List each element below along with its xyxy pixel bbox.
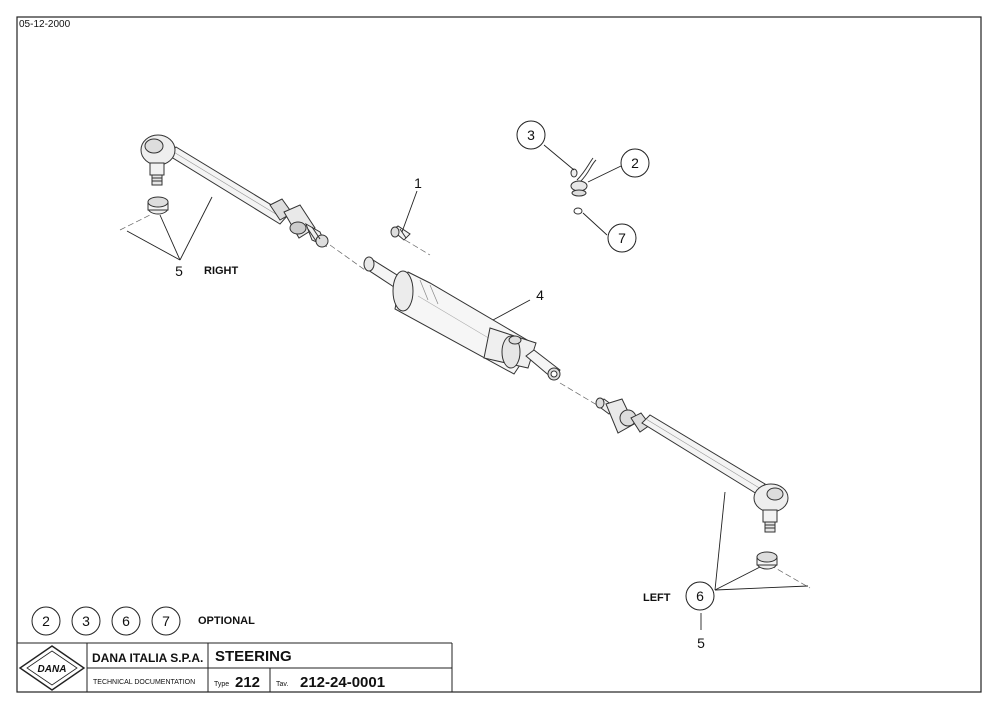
optional-item-3: 6 bbox=[122, 613, 130, 629]
type-value: 212 bbox=[235, 674, 261, 691]
bolt-part-1 bbox=[390, 225, 411, 241]
callout-2: 2 bbox=[631, 155, 639, 171]
optional-item-1: 2 bbox=[42, 613, 50, 629]
steering-cylinder bbox=[363, 256, 561, 381]
drawing-frame bbox=[16, 16, 982, 693]
tav-label: Tav. bbox=[276, 681, 289, 688]
optional-small-parts bbox=[570, 157, 597, 215]
axis-lines bbox=[119, 214, 811, 589]
label-right: RIGHT bbox=[204, 265, 239, 277]
callout-5-right: 5 bbox=[175, 263, 183, 279]
callout-7: 7 bbox=[618, 230, 626, 246]
drawing-date: 05-12-2000 bbox=[19, 19, 71, 30]
logo-text: DANA bbox=[38, 664, 67, 675]
callout-1: 1 bbox=[414, 175, 422, 191]
label-left: LEFT bbox=[643, 592, 671, 604]
left-tie-rod bbox=[595, 397, 789, 570]
drawing-title: STEERING bbox=[215, 648, 292, 665]
tech-doc-label: TECHNICAL DOCUMENTATION bbox=[93, 679, 196, 686]
callout-5-left: 5 bbox=[697, 635, 705, 651]
title-block-frame bbox=[17, 642, 453, 692]
callout-4: 4 bbox=[536, 287, 544, 303]
callout-3: 3 bbox=[527, 127, 535, 143]
callout-circles bbox=[516, 120, 715, 611]
label-optional: OPTIONAL bbox=[198, 615, 255, 627]
optional-item-2: 3 bbox=[82, 613, 90, 629]
leader-lines bbox=[126, 144, 809, 630]
dana-logo: DANA bbox=[18, 645, 86, 691]
company-name: DANA ITALIA S.P.A. bbox=[92, 651, 204, 665]
optional-legend-circles bbox=[31, 606, 181, 636]
callout-6: 6 bbox=[696, 588, 704, 604]
tav-value: 212-24-0001 bbox=[300, 674, 386, 691]
right-tie-rod bbox=[140, 134, 329, 248]
optional-item-4: 7 bbox=[162, 613, 170, 629]
type-label: Type bbox=[214, 681, 230, 688]
